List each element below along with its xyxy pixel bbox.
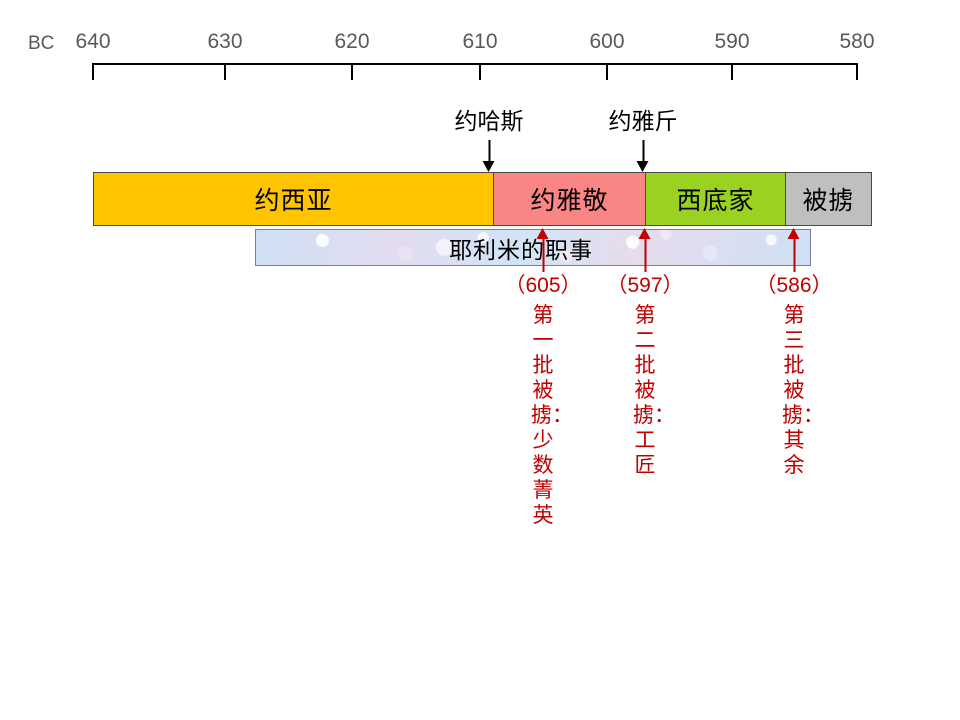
axis-tick-label: 630	[207, 30, 243, 53]
ministry-bar-label: 耶利米的职事	[449, 236, 593, 263]
deportation-arrow-icon	[787, 228, 801, 272]
axis-tick-mark	[479, 63, 481, 80]
king-pointer-arrow-icon	[636, 140, 650, 172]
reign-bar: 约西亚 约雅敬 西底家 被掳	[93, 172, 872, 226]
reign-segment-label: 约西亚	[254, 187, 333, 215]
king-pointer-label: 约哈斯	[454, 108, 524, 134]
reign-segment: 约雅敬	[494, 173, 646, 225]
axis-line	[93, 63, 857, 65]
reign-segment: 约西亚	[94, 173, 494, 225]
deportation-arrow-icon	[638, 228, 652, 272]
axis-tick-mark	[92, 63, 94, 80]
axis-tick-mark	[224, 63, 226, 80]
ministry-bar: 耶利米的职事	[255, 229, 811, 266]
deportation-description: 第二批被掳：工匠	[633, 304, 675, 477]
axis-tick-mark	[731, 63, 733, 80]
axis-tick-label: 620	[334, 30, 370, 53]
deportation-year-label: （597）	[606, 274, 684, 297]
deportation-arrow-icon	[536, 228, 550, 272]
reign-segment-label: 约雅敬	[530, 187, 609, 215]
deportation-description: 第三批被掳：其余	[782, 304, 824, 477]
deportation-year-label: （605）	[504, 274, 582, 297]
axis-era-label: BC	[28, 33, 55, 54]
reign-segment: 西底家	[646, 173, 786, 225]
reign-segment: 被掳	[786, 173, 871, 225]
axis-tick-label: 590	[714, 30, 750, 53]
deportation-year-label: （586）	[755, 274, 833, 297]
axis-tick-label: 580	[839, 30, 875, 53]
axis-tick-mark	[856, 63, 858, 80]
axis-tick-label: 610	[462, 30, 498, 53]
king-pointer-label: 约雅斤	[608, 108, 678, 134]
reign-segment-label: 西底家	[676, 187, 755, 215]
king-pointer-arrow-icon	[482, 140, 496, 172]
axis-tick-label: 600	[589, 30, 625, 53]
axis-tick-mark	[351, 63, 353, 80]
axis-tick-mark	[606, 63, 608, 80]
deportation-description: 第一批被掳：少数菁英	[531, 304, 573, 527]
reign-segment-label: 被掳	[802, 187, 855, 215]
axis-tick-label: 640	[75, 30, 111, 53]
